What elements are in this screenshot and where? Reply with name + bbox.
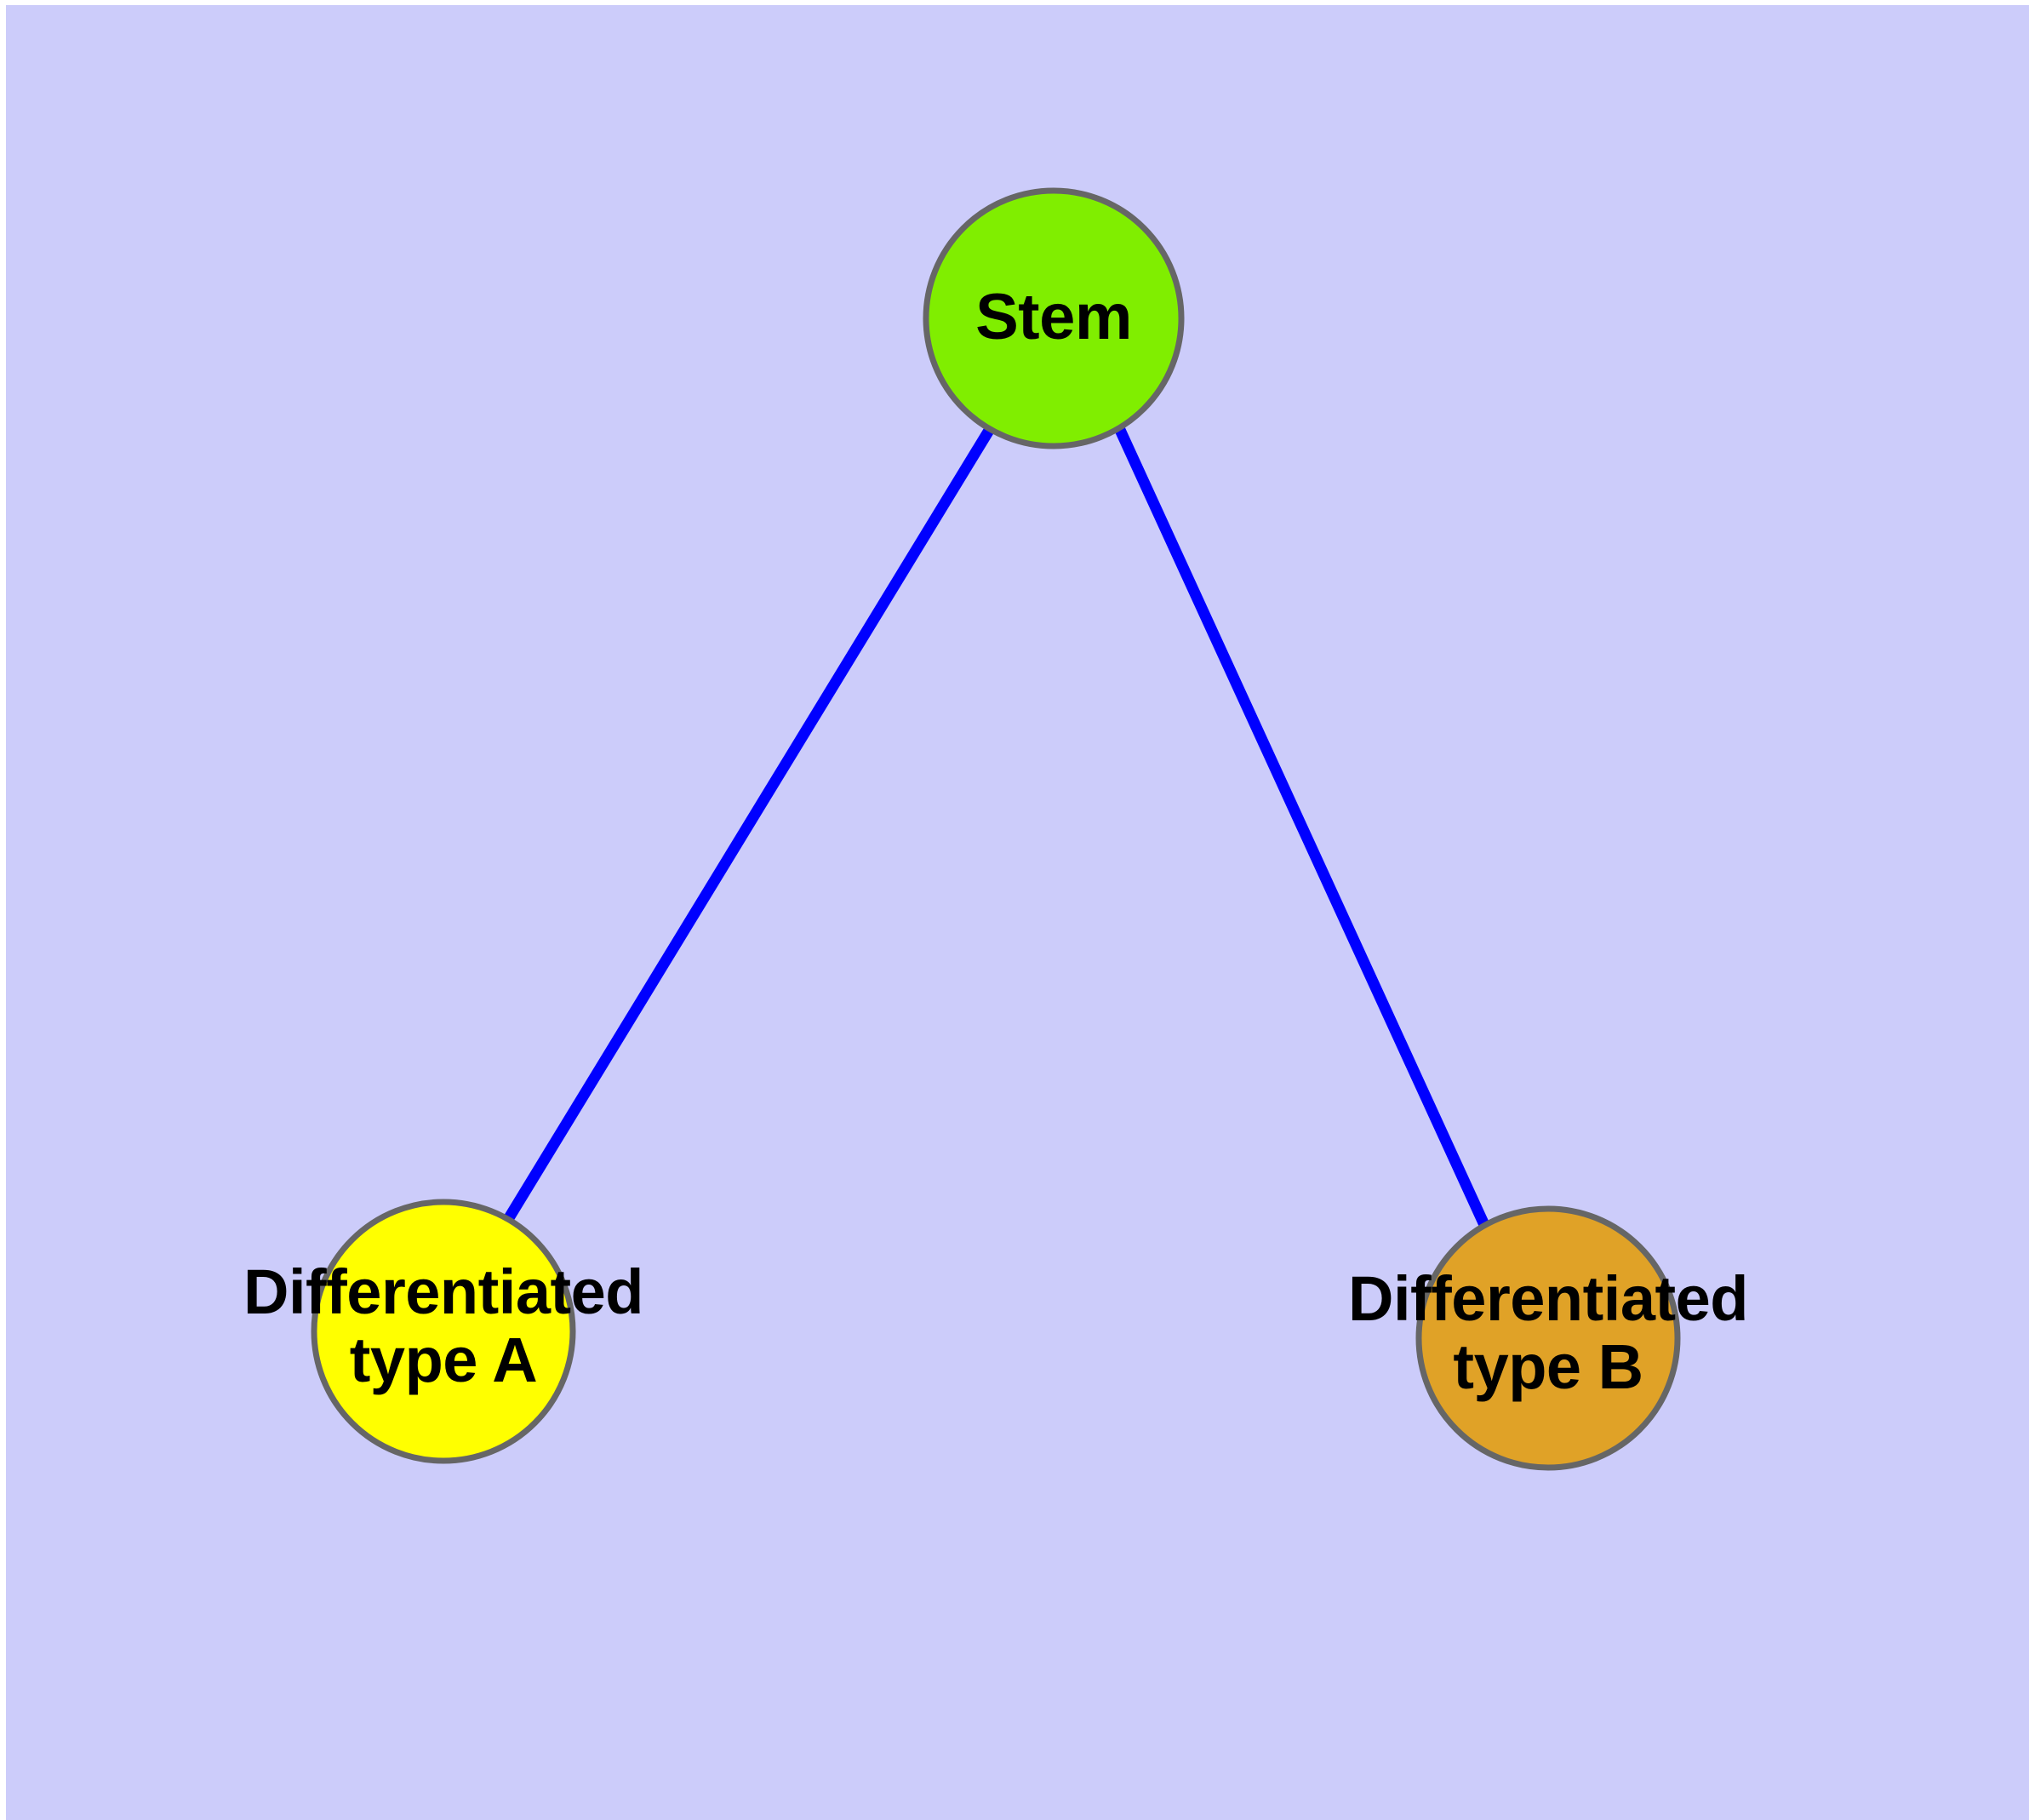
node-diff-b[interactable] [1415,1205,1681,1471]
node-stem[interactable] [923,187,1185,449]
edge-stem-to-diff-b[interactable] [1115,427,1490,1229]
node-diff-a[interactable] [311,1199,576,1464]
edge-stem-to-diff-a[interactable] [502,426,995,1224]
node-layer [311,187,1681,1471]
edge-layer [502,426,1490,1229]
